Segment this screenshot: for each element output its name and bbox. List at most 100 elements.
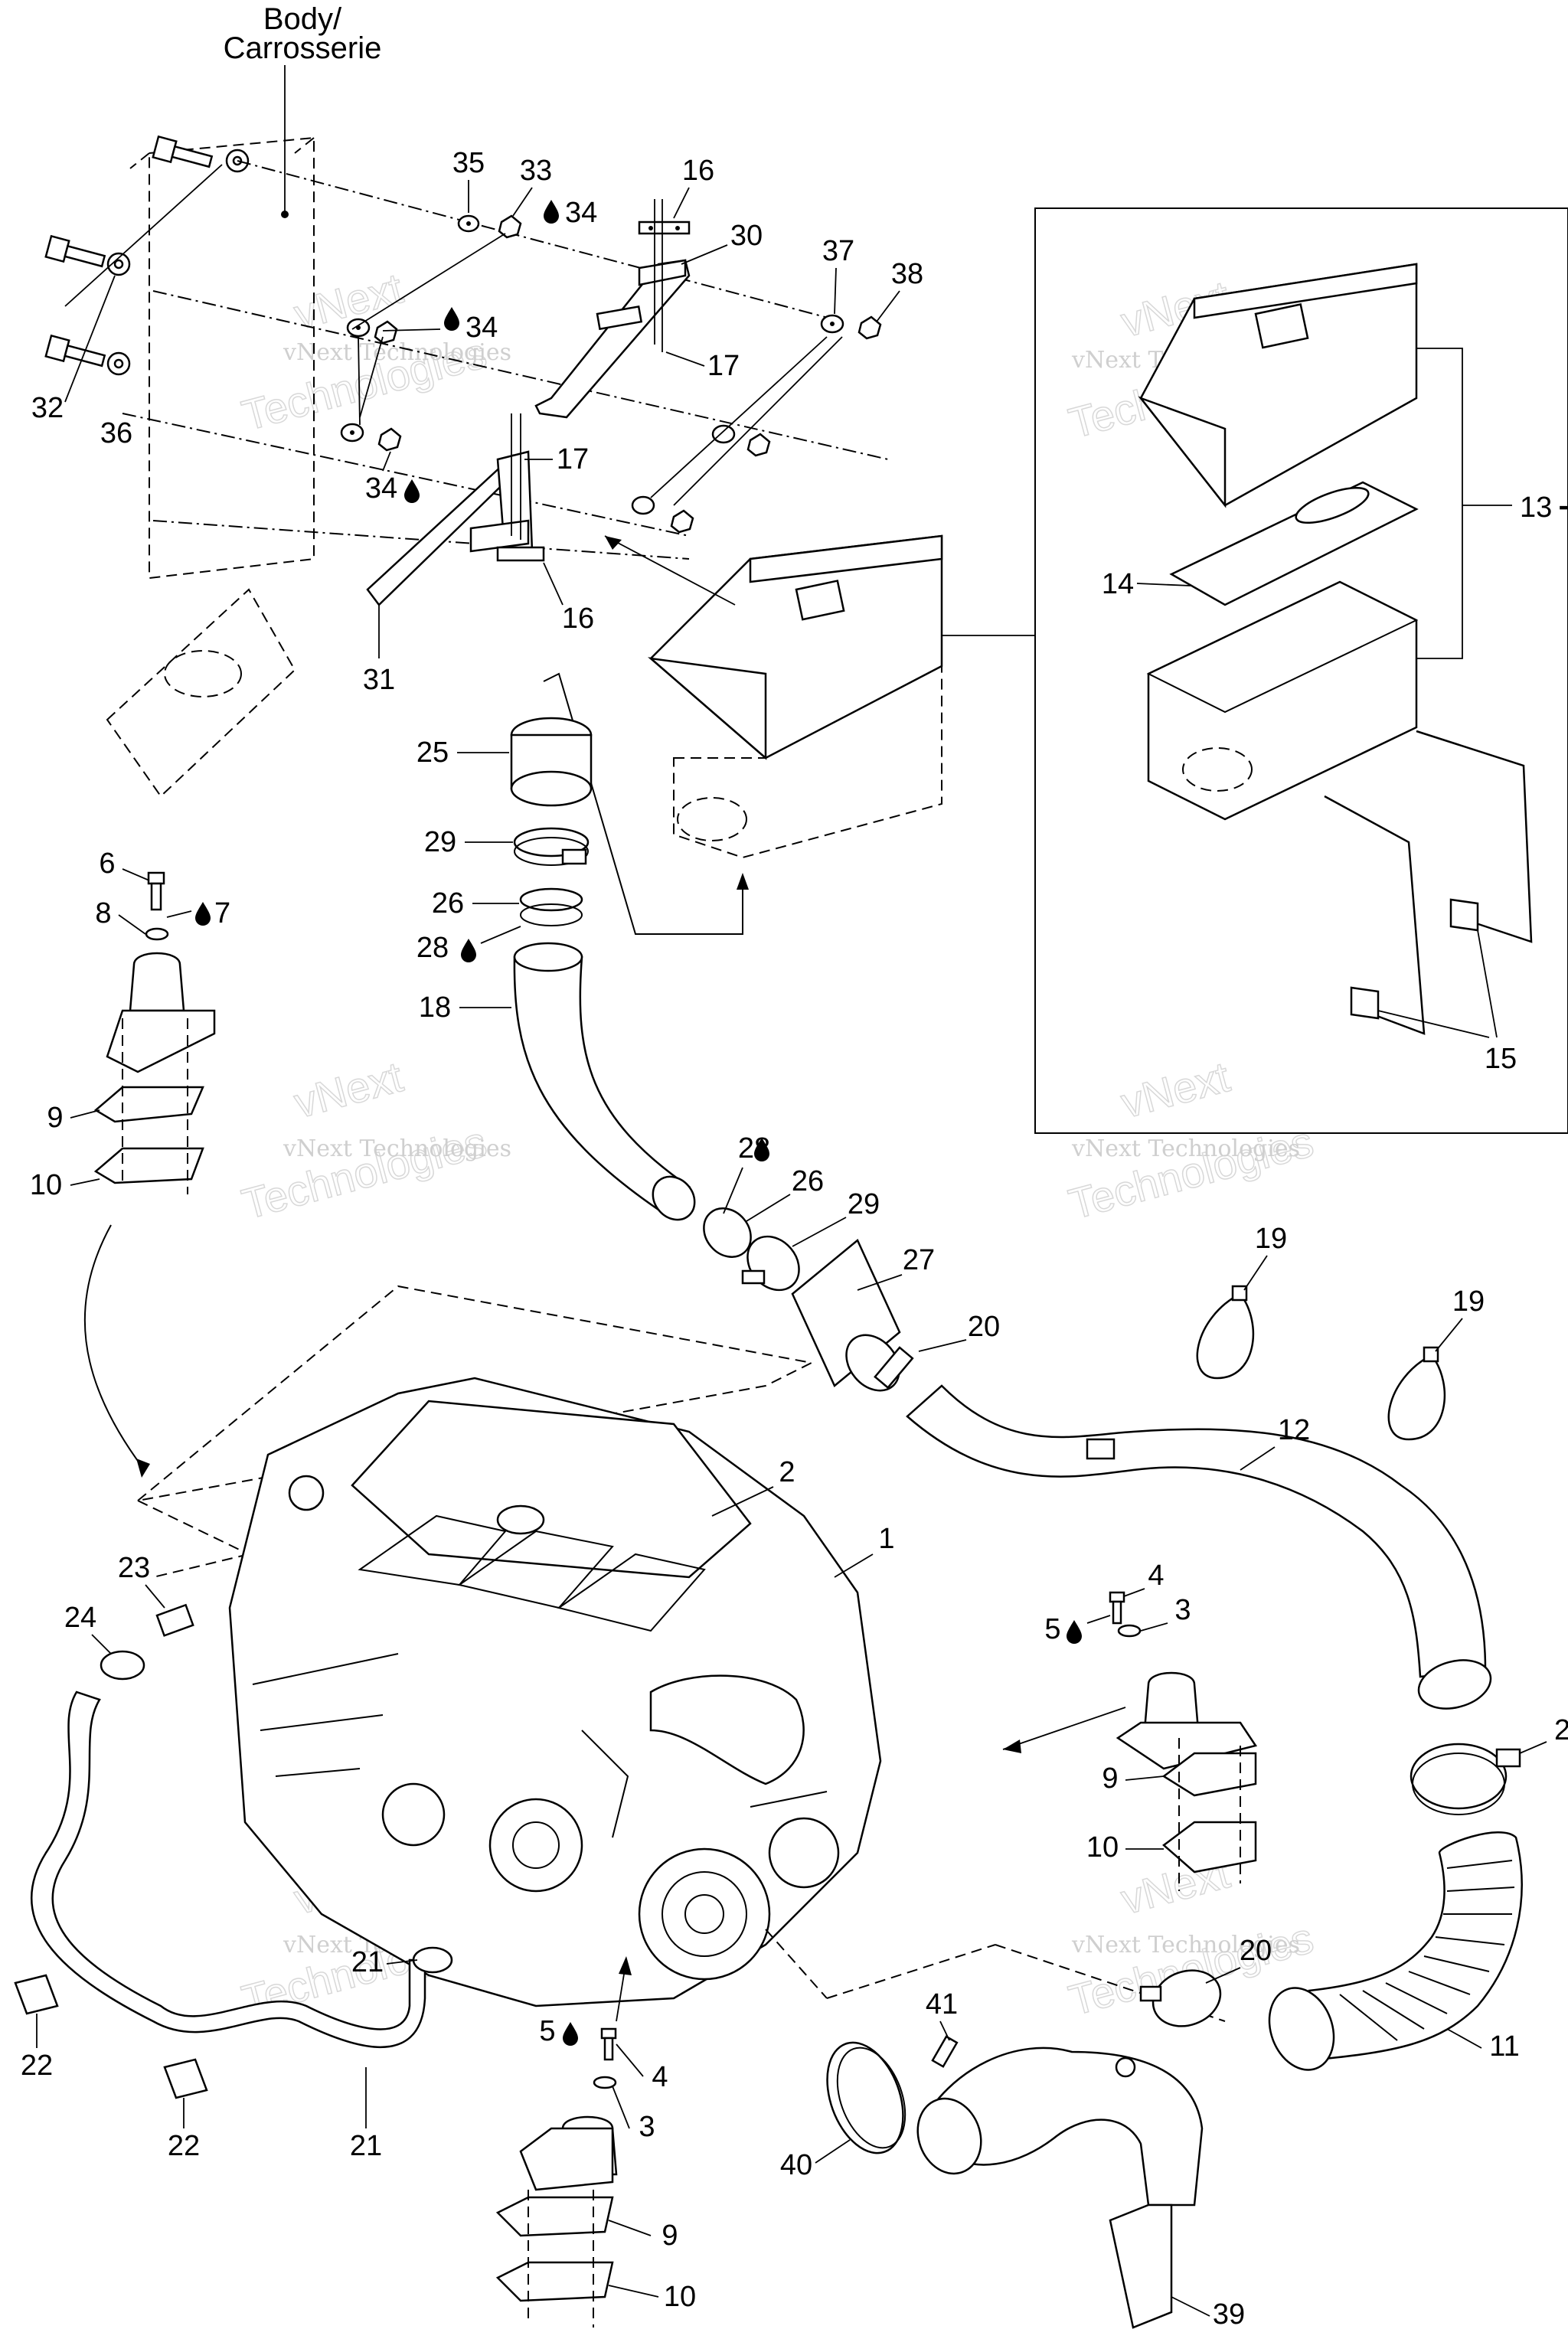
- nut-33: [498, 214, 522, 239]
- clamp-19b: [1387, 1346, 1446, 1441]
- callout-36: 36: [100, 417, 132, 449]
- callout-34b: 34: [466, 312, 498, 344]
- oil-drop-icon: [563, 2022, 578, 2046]
- bolt-6: [147, 871, 165, 911]
- callout-10a: 10: [30, 1169, 62, 1201]
- engine: [135, 1285, 882, 2007]
- title-body: Body/: [263, 2, 342, 36]
- callout-32: 32: [31, 392, 64, 424]
- callout-22a: 22: [21, 2050, 53, 2082]
- callout-6: 6: [99, 848, 115, 880]
- gasket-14: [1169, 481, 1419, 606]
- clamp-40: [826, 2041, 906, 2154]
- callout-14: 14: [1102, 568, 1134, 600]
- washer-36: [106, 149, 250, 376]
- callout-27: 27: [903, 1244, 935, 1276]
- callout-4a: 4: [1148, 1560, 1164, 1592]
- pin-41: [931, 2035, 959, 2068]
- washer-8: [145, 927, 169, 941]
- callout-24: 24: [64, 1602, 96, 1634]
- washer-r2: [711, 424, 736, 444]
- fitting-23: [155, 1603, 194, 1637]
- callout-17b: 17: [557, 443, 589, 475]
- callout-18: 18: [419, 991, 451, 1024]
- nut-r3: [670, 509, 694, 534]
- callout-16b: 16: [562, 603, 594, 635]
- washer-35: [457, 214, 480, 233]
- oil-drop-icon: [461, 939, 476, 962]
- callout-29a: 29: [424, 826, 456, 858]
- airbox-inset-frame: [1034, 207, 1568, 1134]
- shim-10b: [1162, 1821, 1257, 1873]
- hose-18: [513, 942, 696, 1221]
- nut-low: [377, 427, 402, 452]
- oil-drop-icon: [444, 307, 459, 331]
- hose-21: [30, 1690, 453, 2049]
- fitting-20a: [874, 1346, 914, 1390]
- callout-22b: 22: [168, 2130, 200, 2162]
- callout-10b: 10: [1086, 1831, 1119, 1864]
- callout-33: 33: [520, 155, 552, 187]
- washer-37: [820, 314, 844, 334]
- callout-30: 30: [730, 220, 763, 252]
- callout-5a: 5: [1044, 1613, 1060, 1645]
- callout-26c: 26: [1554, 1714, 1568, 1746]
- callout-37: 37: [822, 235, 854, 267]
- callout-3a: 3: [1174, 1594, 1191, 1626]
- callout-29b: 29: [848, 1188, 880, 1220]
- callout-34a: 34: [565, 197, 597, 229]
- shim-9b: [1161, 1752, 1257, 1797]
- callout-9b: 9: [1102, 1762, 1118, 1795]
- callout-16a: 16: [682, 155, 714, 187]
- callout-19a: 19: [1255, 1223, 1287, 1255]
- duct-12: [906, 1384, 1492, 1710]
- washer-3b: [593, 2076, 617, 2089]
- watermark-text: vNext Technologies: [1071, 1932, 1300, 1958]
- callout-3b: 3: [639, 2111, 655, 2143]
- shim-9c: [495, 2196, 614, 2237]
- bracket-30: [534, 259, 691, 419]
- watermark-text: vNext Technologies: [1071, 1135, 1300, 1162]
- callout-21a: 21: [351, 1946, 384, 1978]
- oil-drop-icon: [404, 479, 420, 503]
- callout-26b: 26: [792, 1165, 824, 1197]
- nut-38: [858, 315, 882, 340]
- bolt-4b: [600, 2027, 617, 2061]
- clamp-29b: [741, 1235, 800, 1292]
- callout-20a: 20: [968, 1311, 1000, 1343]
- bellows-11: [1268, 1831, 1523, 2071]
- nut-r2: [746, 433, 771, 457]
- callout-13: 13: [1520, 492, 1552, 524]
- mount-right: [1116, 1671, 1258, 1770]
- plate-16-top: [638, 220, 691, 235]
- clamp-26c: [1410, 1743, 1521, 1815]
- callout-9c: 9: [662, 2220, 678, 2252]
- bolt-4a: [1109, 1591, 1125, 1625]
- coupler-25: [510, 717, 593, 807]
- washer-low: [340, 423, 364, 443]
- callout-2: 2: [779, 1456, 795, 1488]
- callout-17a: 17: [707, 350, 740, 382]
- callout-8: 8: [95, 897, 111, 929]
- callout-34c: 34: [365, 472, 397, 505]
- callout-40: 40: [780, 2149, 812, 2181]
- washer-3a: [1117, 1624, 1142, 1638]
- plate-16-low: [496, 546, 545, 562]
- callout-26a: 26: [432, 887, 464, 920]
- ring-26b: [703, 1207, 752, 1258]
- clamp-29: [513, 827, 590, 866]
- callout-23: 23: [118, 1552, 150, 1584]
- oil-drop-icon: [195, 902, 211, 926]
- callout-19b: 19: [1452, 1285, 1485, 1318]
- callout-11: 11: [1489, 2030, 1519, 2063]
- callout-15: 15: [1485, 1043, 1517, 1075]
- callout-25: 25: [416, 737, 449, 769]
- callout-35: 35: [452, 147, 485, 179]
- callout-4b: 4: [652, 2061, 668, 2093]
- oil-drop-icon: [544, 200, 559, 224]
- airbox-base: [1146, 580, 1419, 821]
- callout-28a: 28: [416, 932, 449, 964]
- strap-15: [1324, 730, 1533, 1035]
- callout-21b: 21: [350, 2130, 382, 2162]
